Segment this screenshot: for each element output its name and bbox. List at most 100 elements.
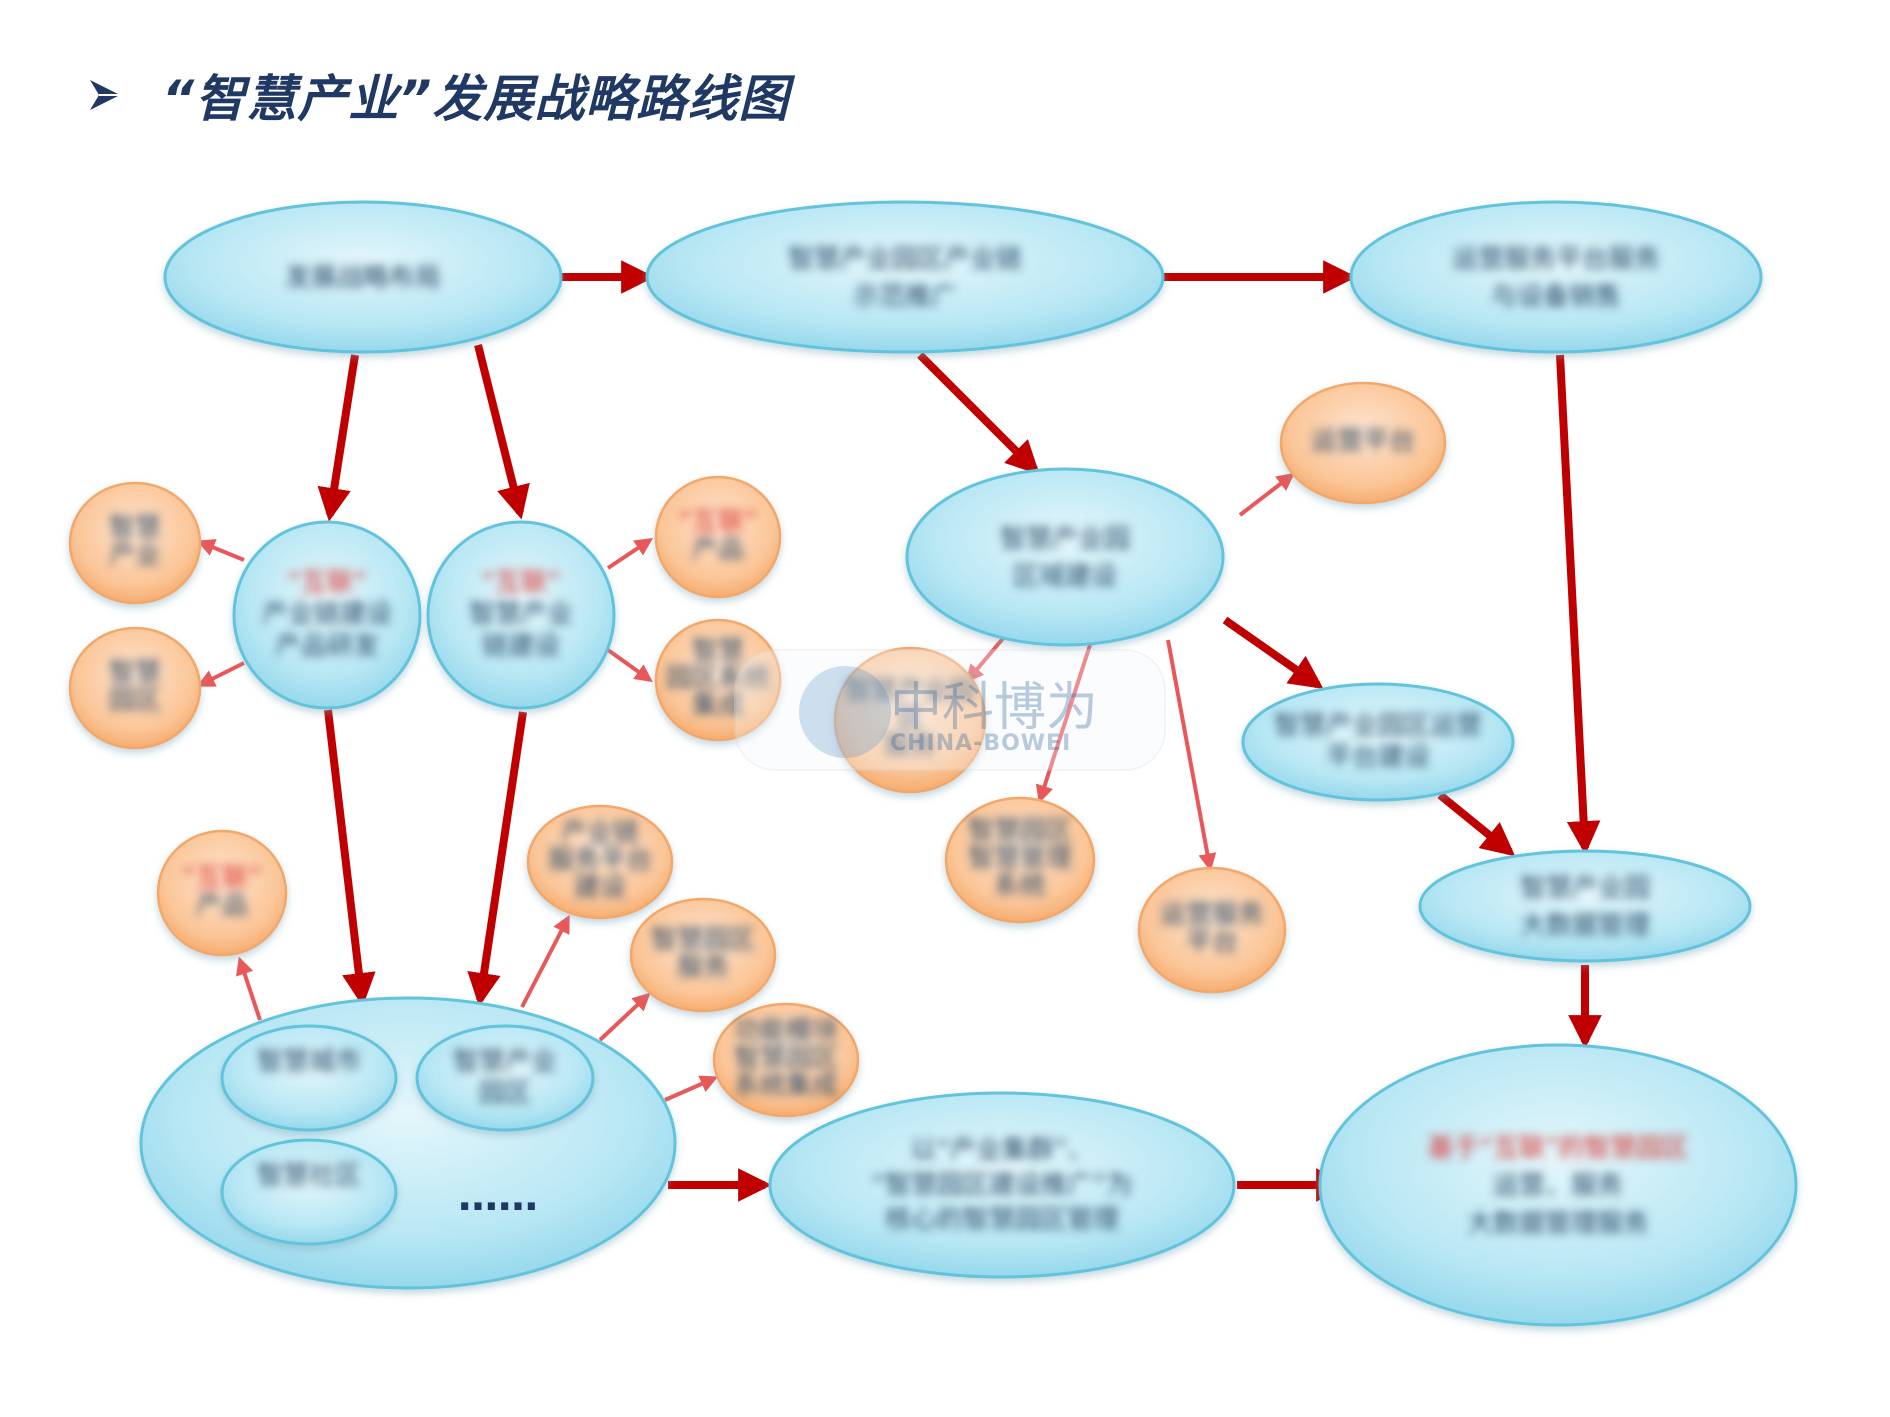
blue-node-b9: 以“产业集群”、“智慧园区建设推广”为核心的智慧园区管理 <box>768 1091 1236 1279</box>
blue-ellipse-b2 <box>645 200 1165 354</box>
node-label-b1: 发展战略布局 <box>285 263 441 293</box>
orange-node-o5: 运营平台 <box>1279 381 1447 505</box>
blue-ellipse-clusterOuter <box>139 996 677 1290</box>
watermark-en: CHINA-BOWEI <box>890 731 1071 756</box>
orange-circle-o6 <box>833 646 987 794</box>
node-label-b8: 智慧产业园大数据管理 <box>1520 873 1650 941</box>
arrow-b2-b6 <box>917 352 1040 475</box>
orange-node-o3: “互联”产品 <box>654 475 782 599</box>
orange-node-o2: 智慧园区 <box>68 626 202 750</box>
blue-node-b3: 运营服务平台服务与设备销售 <box>1349 200 1763 354</box>
node-label-o12: 功能模块智慧园区系统集成 <box>734 1016 838 1101</box>
node-label-o10: 产业链服务平台建设 <box>548 818 652 903</box>
orange-node-o4: 智慧园区系统集成 <box>654 618 782 742</box>
orange-node-o7: 智慧园区智慧管理系统 <box>944 796 1096 924</box>
main-arrows <box>317 260 1602 1202</box>
orange-node-o10: 产业链服务平台建设 <box>526 804 674 920</box>
node-label-b9: 以“产业集群”、“智慧园区建设推广”为核心的智慧园区管理 <box>872 1136 1133 1236</box>
blue-ellipse-b5 <box>426 520 616 710</box>
blue-ellipse-b1 <box>163 200 563 354</box>
slide-title: “智慧产业”发展战略路线图 <box>88 60 789 130</box>
cluster-inner-ellipse-1 <box>415 1024 595 1132</box>
node-label-b7: 智慧产业园区运营平台建设 <box>1274 711 1482 773</box>
orange-node-o6: 智慧产业园区服务 <box>833 646 987 794</box>
orange-circle-o5 <box>1279 381 1447 505</box>
arrow-b6-b7 <box>1222 616 1324 689</box>
arrow-b7-b8 <box>1437 791 1516 857</box>
arrow-b6-o7 <box>1035 644 1092 804</box>
arrow-b4-o1 <box>196 539 245 562</box>
arrow-b4-o2 <box>196 661 245 687</box>
blue-node-clusterOuter: 智慧城市智慧产业园区智慧社区…… <box>139 996 677 1290</box>
arrow-cluster-o9 <box>236 956 262 1021</box>
cluster-inner-label-0: 智慧城市 <box>257 1047 361 1077</box>
orange-circle-o12 <box>712 1002 860 1118</box>
arrow-b6-o8 <box>1166 639 1217 872</box>
arrow-b3-b8 <box>1556 354 1601 855</box>
blue-node-b2: 智慧产业园区产业链示范推广 <box>645 200 1165 354</box>
node-label-o11: 智慧园区服务 <box>651 925 755 983</box>
arrow-bullet-icon <box>90 80 120 110</box>
node-label-b10: 基于“互联”的智慧园区运营、服务大数据管理服务 <box>1428 1133 1689 1238</box>
blue-ellipse-b4 <box>232 520 422 710</box>
node-label-o3: “互联”产品 <box>679 507 758 565</box>
watermark: 中科博为 CHINA-BOWEI <box>734 649 1166 771</box>
orange-circle-o1 <box>68 481 202 605</box>
orange-circle-o9 <box>156 829 288 957</box>
blue-node-b4: “互联”产业链建设产品研发 <box>232 520 422 710</box>
arrow-b5-o3 <box>606 538 653 570</box>
node-label-o1: 智慧产业 <box>109 513 161 571</box>
blue-ellipse-b6 <box>905 467 1225 647</box>
node-label-b2: 智慧产业园区产业链示范推广 <box>788 244 1022 312</box>
arrow-b4-cluster <box>324 709 376 1007</box>
node-label-o6: 智慧产业园区服务 <box>845 676 975 761</box>
blue-node-b10: 基于“互联”的智慧园区运营、服务大数据管理服务 <box>1318 1043 1798 1327</box>
arrow-b5-cluster <box>467 711 527 1007</box>
orange-circle-o2 <box>68 626 202 750</box>
arrow-cluster-o12 <box>664 1075 719 1102</box>
arrow-b6-o5 <box>1238 472 1295 517</box>
orange-node-o1: 智慧产业 <box>68 481 202 605</box>
orange-node-o8: 运营服务平台 <box>1137 866 1287 994</box>
arrow-b5-o4 <box>606 648 653 683</box>
node-label-b3: 运营服务平台服务与设备销售 <box>1452 244 1660 312</box>
node-label-o4: 智慧园区系统集成 <box>666 636 770 721</box>
arrow-cluster-o11 <box>598 992 651 1042</box>
node-label-b4: “互联”产业链建设产品研发 <box>262 568 392 662</box>
orange-node-o11: 智慧园区服务 <box>629 897 777 1013</box>
node-label-o9: “互联”产品 <box>183 863 262 921</box>
node-label-o8: 运营服务平台 <box>1160 900 1264 958</box>
orange-circle-o4 <box>654 618 782 742</box>
cluster-inner-ellipse-2 <box>220 1138 398 1246</box>
cluster-inner-label-2: 智慧社区 <box>257 1161 361 1191</box>
blue-ellipse-b7 <box>1241 682 1515 802</box>
ellipsis-more: …… <box>458 1174 538 1220</box>
arrow-b1-b4 <box>317 354 359 522</box>
blue-node-b8: 智慧产业园大数据管理 <box>1418 849 1752 963</box>
arrow-cluster-o10 <box>520 914 570 1008</box>
node-label-o7: 智慧园区智慧管理系统 <box>968 816 1072 901</box>
orange-circle-o7 <box>944 796 1096 924</box>
orange-circle-o3 <box>654 475 782 599</box>
blue-node-b5: “互联”智慧产业链建设 <box>426 520 616 710</box>
orange-node-o12: 功能模块智慧园区系统集成 <box>712 1002 860 1118</box>
blue-node-b1: 发展战略布局 <box>163 200 563 354</box>
blue-ellipse-b9 <box>768 1091 1236 1279</box>
blue-ellipse-b8 <box>1418 849 1752 963</box>
orange-node-o9: “互联”产品 <box>156 829 288 957</box>
orange-circle-o10 <box>526 804 674 920</box>
node-label-b5: “互联”智慧产业链建设 <box>469 568 573 662</box>
node-label-b6: 智慧产业园区域建设 <box>1000 524 1130 592</box>
blue-node-b6: 智慧产业园区域建设 <box>905 467 1225 647</box>
node-label-o2: 智慧园区 <box>109 658 161 716</box>
watermark-cn: 中科博为 <box>890 678 1098 738</box>
node-label-o5: 运营平台 <box>1311 427 1415 457</box>
blue-node-b7: 智慧产业园区运营平台建设 <box>1241 682 1515 802</box>
arrow-b1-b5 <box>474 344 530 520</box>
blue-ellipse-b3 <box>1349 200 1763 354</box>
orange-circle-o11 <box>629 897 777 1013</box>
orange-circle-o8 <box>1137 866 1287 994</box>
page-title: “智慧产业”发展战略路线图 <box>162 70 790 128</box>
watermark-logo-icon <box>799 666 891 758</box>
